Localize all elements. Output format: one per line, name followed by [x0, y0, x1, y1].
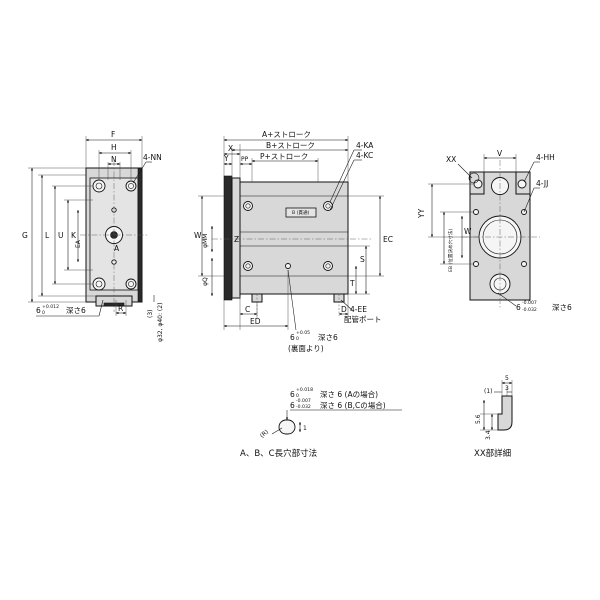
front-hole-bottom-left: [92, 277, 106, 291]
label-ED: ED: [250, 317, 261, 326]
slot-b-sub: -0.032: [296, 404, 311, 410]
label-EA: EA: [75, 239, 82, 248]
label-X: X: [228, 144, 233, 153]
slot-b-sup: -0.007: [296, 398, 311, 404]
front-tol-6: 6: [36, 306, 41, 315]
slot-b-text: 深さ 6 (B,Cの場合): [320, 400, 386, 410]
slot-detail: 6 +0.018 0 深さ 6 (Aの場合) 6 -0.007 -0.032 深…: [240, 387, 402, 459]
side-body: [239, 181, 349, 295]
label-K: K: [71, 231, 77, 240]
side-slot: [285, 207, 317, 218]
side-slot-sub: 0: [296, 336, 299, 342]
label-P-stroke: P+ストローク: [260, 152, 308, 161]
rear-tol-sub: -0.032: [522, 307, 537, 313]
side-slot-depth: 深さ6: [318, 333, 338, 342]
front-hole-top-right: [125, 180, 137, 192]
xx-detail: 5 3 (1) 5.6 3.4 XX部詳細: [474, 375, 513, 459]
xx-three: 3: [505, 385, 509, 392]
label-Z: Z: [234, 235, 239, 244]
slot-one: 1: [303, 425, 307, 432]
label-MM: φMM: [202, 234, 209, 248]
label-Q: φQ: [202, 277, 209, 286]
label-B-through: B (貫通): [292, 209, 310, 216]
label-PP: PP: [241, 156, 249, 163]
front-tol-sup: +0.012: [42, 304, 59, 310]
side-view: A+ストローク B+ストローク P+ストローク X Y PP 4-KA 4-KC…: [194, 130, 393, 353]
xx-5-6: 5.6: [475, 414, 482, 424]
label-A-stroke: A+ストローク: [262, 130, 311, 139]
side-slot-sup: +0.05: [296, 330, 310, 336]
rear-hole-top-right: [517, 179, 527, 189]
rear-hole-side-left: [473, 209, 479, 215]
label-R: R: [118, 304, 123, 313]
slot-b-6: 6: [290, 401, 295, 410]
label-L: L: [45, 231, 50, 240]
slot-a-sub: 0: [296, 393, 299, 399]
label-bore: φ32, φ40: (2): [157, 303, 164, 342]
label-W-rear: W: [464, 227, 472, 236]
xx-3-4: 3.4: [485, 430, 492, 440]
side-hole-2: [323, 201, 333, 211]
front-view: F H N 4-NN G L U K EA A 6 +0.012: [22, 130, 164, 342]
label-A-front: A: [114, 244, 120, 253]
label-4-EE: 4-EE: [350, 305, 367, 314]
xx-caption: XX部詳細: [474, 448, 511, 459]
rear-tol-6: 6: [516, 303, 521, 312]
front-depth: 深さ6: [66, 306, 86, 315]
front-hole-top-right-inner: [128, 183, 134, 189]
label-N: N: [111, 155, 117, 164]
front-hole-bottom-right: [125, 278, 137, 290]
side-hole-center: [285, 263, 291, 269]
slot-a-sup: +0.018: [296, 387, 313, 393]
front-hole-bottom-left-inner: [95, 280, 103, 288]
front-hole-bottom-right-inner: [128, 281, 134, 287]
rear-tol-sup: -0.007: [522, 300, 537, 306]
xx-profile: [497, 395, 513, 431]
label-B-stroke: B+ストローク: [266, 141, 315, 150]
side-back-note: (裏面より): [288, 343, 324, 353]
side-slot-6: 6: [290, 333, 295, 342]
label-4-KC: 4-KC: [356, 151, 373, 160]
rear-hole-side-left-2: [473, 261, 479, 267]
label-H: H: [111, 143, 117, 152]
front-tol-sub: 0: [42, 310, 45, 316]
rear-depth: 深さ6: [552, 303, 572, 312]
slot-a-text: 深さ 6 (Aの場合): [320, 389, 378, 399]
label-XX: XX: [446, 155, 456, 164]
label-T: T: [349, 279, 355, 288]
side-hole-3: [243, 261, 253, 271]
slot-R: (R): [259, 428, 270, 439]
slot-caption: A、B、C長穴部寸法: [240, 448, 317, 459]
label-W-side: W: [194, 231, 202, 240]
label-G: G: [22, 231, 28, 240]
side-hole-1: [243, 201, 253, 211]
label-3: (3): [147, 310, 154, 319]
label-F: F: [111, 130, 115, 139]
label-S: S: [360, 255, 365, 264]
label-C: C: [245, 305, 250, 314]
label-EB: EB (位置決め穴寸法): [447, 229, 454, 272]
label-4-KA: 4-KA: [356, 141, 374, 150]
slot-a-6: 6: [290, 390, 295, 399]
rear-hole-side-right-2: [521, 261, 527, 267]
label-port: 配管ポート: [344, 314, 382, 324]
side-plate: [223, 175, 233, 301]
xx-paren1: (1): [484, 388, 493, 395]
rear-view: V XX 4-HH 4-JJ YY EB (位置決め穴寸法) W 6 -0.00…: [417, 149, 572, 313]
side-hole-4: [323, 261, 333, 271]
label-YY: YY: [417, 208, 426, 219]
label-EC: EC: [383, 235, 393, 244]
label-D: D: [341, 305, 347, 314]
front-hole-top-left-inner: [95, 182, 103, 190]
label-V: V: [497, 149, 503, 158]
label-4-HH: 4-HH: [536, 153, 555, 162]
slot-shape: [278, 419, 296, 435]
label-Y: Y: [223, 154, 229, 163]
label-4-JJ: 4-JJ: [536, 179, 548, 188]
label-U: U: [58, 231, 64, 240]
xx-five: 5: [505, 375, 509, 382]
front-hole-top-left: [92, 179, 106, 193]
label-4-NN: 4-NN: [143, 153, 162, 162]
